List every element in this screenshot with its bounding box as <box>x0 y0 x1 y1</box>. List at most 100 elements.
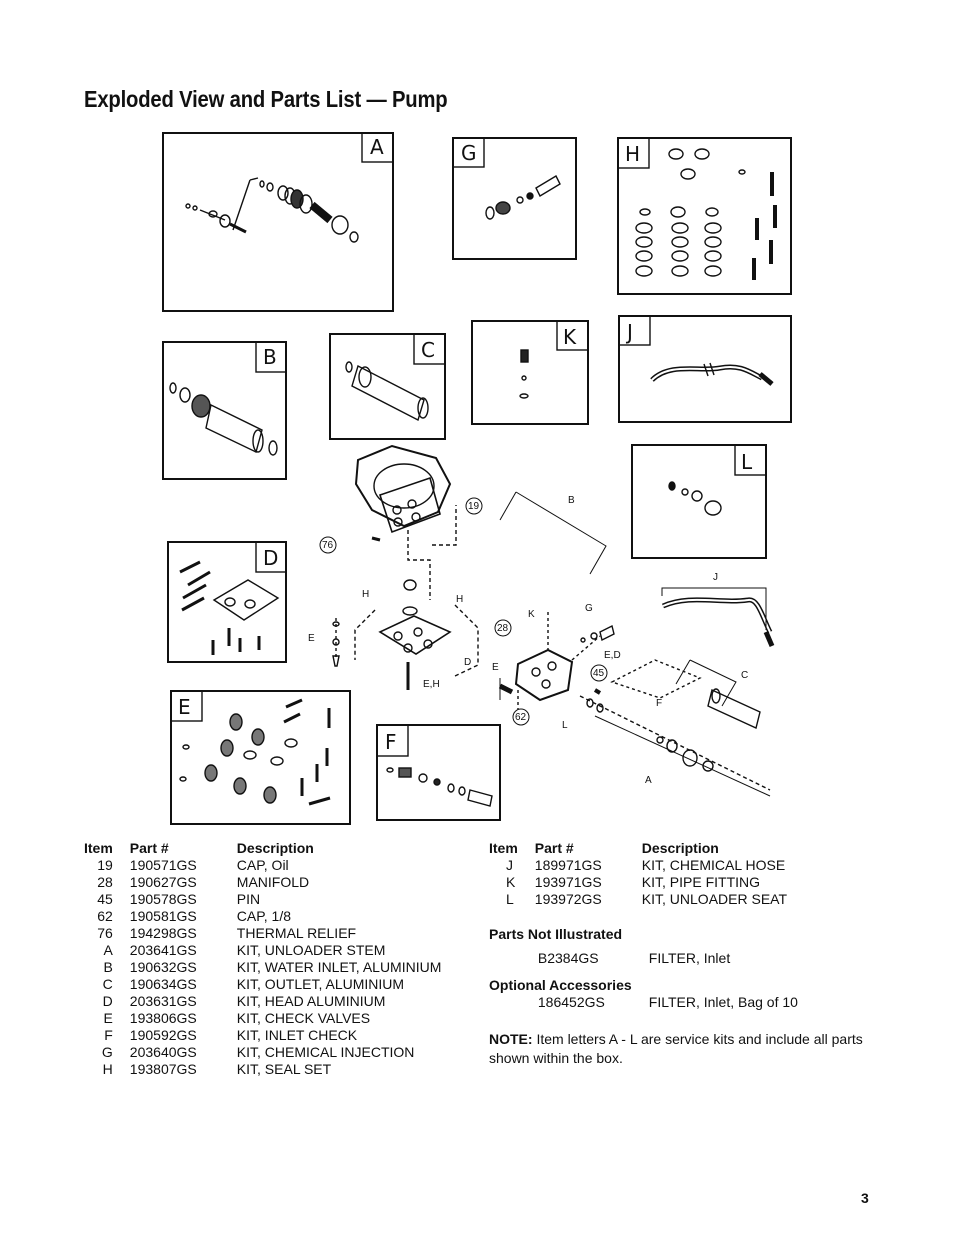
table-row: F 190592GS KIT, INLET CHECK <box>84 1027 441 1044</box>
callout-labels: 19 76 28 45 62 B H H E D E,H K G E,D E J… <box>308 495 748 786</box>
kit-j-parts <box>650 362 774 386</box>
kit-label-c: C <box>421 338 435 362</box>
part-description: FILTER, Inlet <box>648 950 731 966</box>
cell-item: H <box>102 1061 113 1077</box>
kit-box-g: G <box>452 137 577 260</box>
callout-19: 19 <box>468 501 480 512</box>
part-description: FILTER, Inlet, Bag of 10 <box>648 994 798 1010</box>
cell-item: A <box>103 942 113 958</box>
cell-description: CAP, Oil <box>236 857 289 873</box>
cell-item: 62 <box>97 908 113 924</box>
cell-description: KIT, CHEMICAL INJECTION <box>236 1044 415 1060</box>
kit-b-parts <box>169 382 278 456</box>
kit-g-parts <box>485 175 561 220</box>
cell-description: KIT, CHEMICAL HOSE <box>641 857 786 873</box>
cell-part: 203641GS <box>129 942 197 958</box>
cell-part: 190571GS <box>129 857 197 873</box>
kit-label-l: L <box>741 450 753 474</box>
callout-e-h: E,H <box>423 679 440 690</box>
kit-d-parts <box>179 560 280 655</box>
kit-k-parts <box>519 349 529 399</box>
callout-e-left: E <box>308 633 315 644</box>
parts-table-left: Item Part # Description 19 190571GS CAP, O… <box>84 840 441 1078</box>
kit-label-g: G <box>461 141 477 165</box>
exploded-view-diagram: A G H <box>162 132 792 825</box>
cell-part: 189971GS <box>534 857 602 873</box>
callout-b: B <box>568 495 575 506</box>
cell-item: 76 <box>97 925 113 941</box>
header-item: Item <box>489 840 518 856</box>
kit-box-j: J <box>618 315 792 423</box>
cell-description: KIT, PIPE FITTING <box>641 874 761 890</box>
section-heading: Parts Not Illustrated <box>489 926 623 942</box>
note-label: NOTE: <box>489 1031 533 1047</box>
callout-h-left: H <box>362 589 369 600</box>
callout-76: 76 <box>322 540 334 551</box>
cell-part: 193972GS <box>534 891 602 907</box>
callout-45: 45 <box>593 668 605 679</box>
kit-label-j: J <box>625 320 633 344</box>
callout-e-d: E,D <box>604 650 621 661</box>
cell-item: J <box>506 857 513 873</box>
cell-description: KIT, UNLOADER STEM <box>236 942 386 958</box>
cell-part: 193806GS <box>129 1010 197 1026</box>
cell-part: 190592GS <box>129 1027 197 1043</box>
cell-item: C <box>102 976 113 992</box>
parts-not-illustrated: Parts Not Illustrated B2384GS FILTER, In… <box>489 926 730 967</box>
kit-f-parts <box>386 767 493 807</box>
callout-62: 62 <box>515 712 527 723</box>
kit-box-e: E <box>170 690 351 825</box>
cell-description: KIT, WATER INLET, ALUMINIUM <box>236 959 442 975</box>
callout-j: J <box>713 572 718 583</box>
header-description: Description <box>236 840 314 856</box>
kit-box-h: H <box>617 137 792 295</box>
callout-g: G <box>585 603 593 614</box>
kit-h-parts <box>635 148 777 280</box>
kit-a-parts <box>185 177 359 243</box>
cell-part: 193971GS <box>534 874 602 890</box>
callout-brackets <box>499 491 771 797</box>
table-header-row: Item Part # Description <box>489 840 787 857</box>
header-item: Item <box>84 840 113 856</box>
cell-part: 194298GS <box>129 925 197 941</box>
cell-item: G <box>101 1044 113 1060</box>
manifold-assembly <box>498 597 775 791</box>
cell-part: 203640GS <box>129 1044 197 1060</box>
header-description: Description <box>641 840 719 856</box>
callout-l: L <box>562 720 568 731</box>
callout-f: F <box>656 698 662 709</box>
kit-box-d: D <box>167 541 287 663</box>
kit-label-f: F <box>385 730 397 754</box>
cell-part: 190578GS <box>129 891 197 907</box>
table-row: G 203640GS KIT, CHEMICAL INJECTION <box>84 1044 441 1061</box>
header-part: Part # <box>534 840 574 856</box>
cell-description: KIT, INLET CHECK <box>236 1027 358 1043</box>
cell-part: 190634GS <box>129 976 197 992</box>
note-body: Item letters A - L are service kits and … <box>489 1031 863 1066</box>
cell-description: KIT, SEAL SET <box>236 1061 332 1077</box>
kit-box-f: F <box>376 724 501 821</box>
kit-box-c: C <box>329 333 446 440</box>
callout-d: D <box>464 657 471 668</box>
kit-label-k: K <box>563 325 577 349</box>
table-header-row: Item Part # Description <box>84 840 441 857</box>
cell-description: CAP, 1/8 <box>236 908 292 924</box>
callout-28: 28 <box>497 623 509 634</box>
cell-description: KIT, CHECK VALVES <box>236 1010 371 1026</box>
cell-part: 190632GS <box>129 959 197 975</box>
cell-description: KIT, UNLOADER SEAT <box>641 891 788 907</box>
cell-item: 19 <box>97 857 113 873</box>
cell-item: F <box>104 1027 113 1043</box>
cell-item: D <box>102 993 113 1009</box>
callout-e-right: E <box>492 662 499 673</box>
callout-a: A <box>645 775 652 786</box>
